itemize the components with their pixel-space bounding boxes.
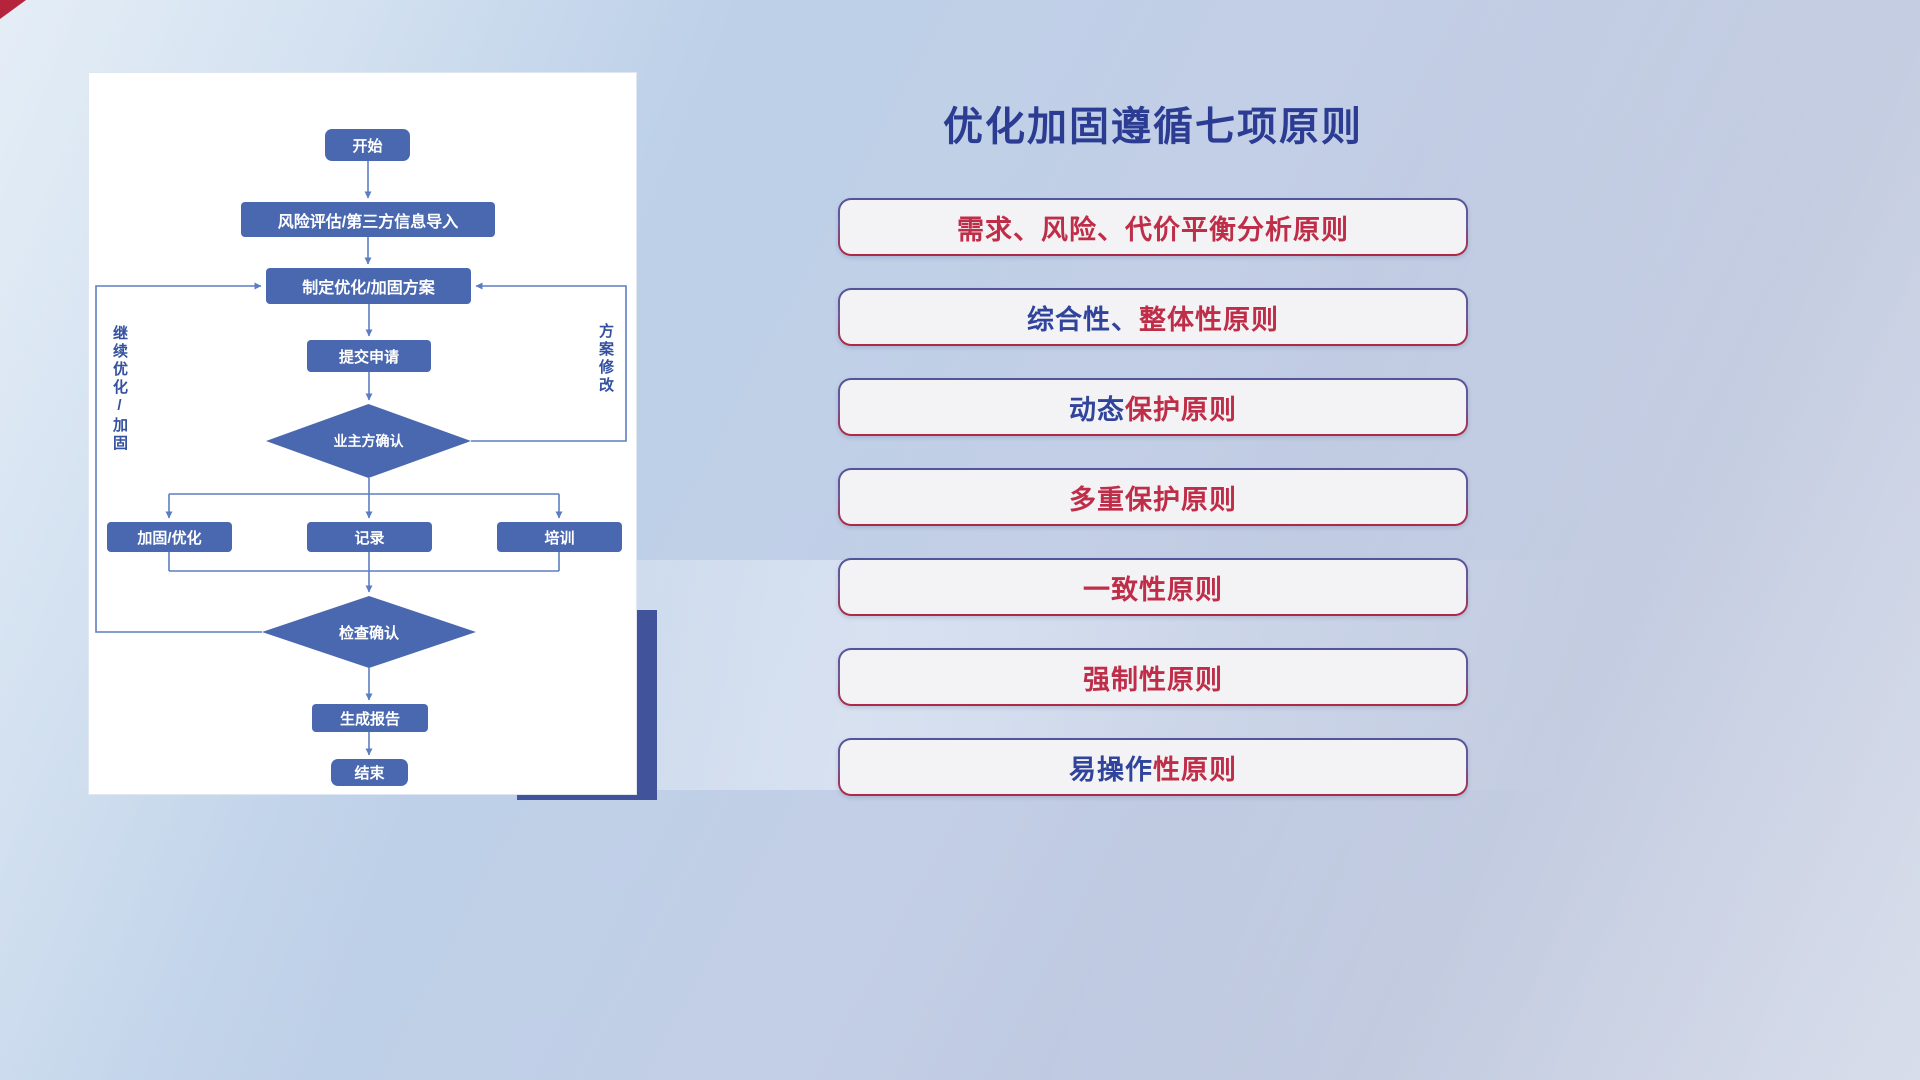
principle-label: 强制性原则: [840, 650, 1466, 704]
principle-text-segment: 综合性、: [1027, 304, 1139, 335]
principle-text-segment: 整体性原则: [1139, 304, 1279, 335]
principle-text-segment: 多重保护原则: [1069, 484, 1237, 515]
principle-text-segment: 易操作: [1069, 754, 1153, 785]
page-title: 优化加固遵循七项原则: [943, 105, 1363, 149]
principle-text-segment: 一致性原则: [1083, 574, 1223, 605]
principle-label: 动态保护原则: [840, 380, 1466, 434]
flow-node-risk-import: 风险评估/第三方信息导入: [241, 202, 495, 237]
principle-label: 易操作性原则: [840, 740, 1466, 794]
principle-box-6: 强制性原则: [838, 648, 1468, 706]
flowchart-card: 开始 风险评估/第三方信息导入 制定优化/加固方案 提交申请 业主方确认 加固/…: [88, 72, 637, 795]
flowchart-connectors: [95, 161, 627, 756]
flow-node-record: 记录: [307, 522, 432, 552]
edge-label-continue-optimize: 继续优化/加固: [111, 325, 128, 453]
flow-node-end: 结束: [331, 759, 408, 786]
principle-text-segment: 动态: [1069, 394, 1125, 425]
principle-label: 多重保护原则: [840, 470, 1466, 524]
principle-text-segment: 保护原则: [1125, 394, 1237, 425]
flow-node-make-plan: 制定优化/加固方案: [266, 268, 471, 304]
edge-label-plan-revise: 方案修改: [597, 323, 614, 395]
principle-label: 综合性、整体性原则: [840, 290, 1466, 344]
principle-box-2: 综合性、整体性原则: [838, 288, 1468, 346]
corner-accent: [0, 0, 26, 19]
principle-text-segment: 需求、风险、代价平衡分析原则: [957, 214, 1349, 245]
principle-box-3: 动态保护原则: [838, 378, 1468, 436]
principles-panel: 优化加固遵循七项原则 需求、风险、代价平衡分析原则综合性、整体性原则动态保护原则…: [838, 0, 1468, 1080]
principle-box-1: 需求、风险、代价平衡分析原则: [838, 198, 1468, 256]
principle-box-5: 一致性原则: [838, 558, 1468, 616]
principle-box-7: 易操作性原则: [838, 738, 1468, 796]
principle-label: 需求、风险、代价平衡分析原则: [840, 200, 1466, 254]
principle-text-segment: 性原则: [1153, 754, 1237, 785]
flow-node-reinforce: 加固/优化: [107, 522, 232, 552]
flow-node-report: 生成报告: [312, 704, 428, 732]
flow-node-start: 开始: [325, 129, 410, 161]
flow-node-training: 培训: [497, 522, 622, 552]
principles-list: 需求、风险、代价平衡分析原则综合性、整体性原则动态保护原则多重保护原则一致性原则…: [838, 198, 1468, 796]
principle-label: 一致性原则: [840, 560, 1466, 614]
principle-box-4: 多重保护原则: [838, 468, 1468, 526]
flow-node-submit: 提交申请: [307, 340, 431, 372]
principle-text-segment: 强制性原则: [1083, 664, 1223, 695]
